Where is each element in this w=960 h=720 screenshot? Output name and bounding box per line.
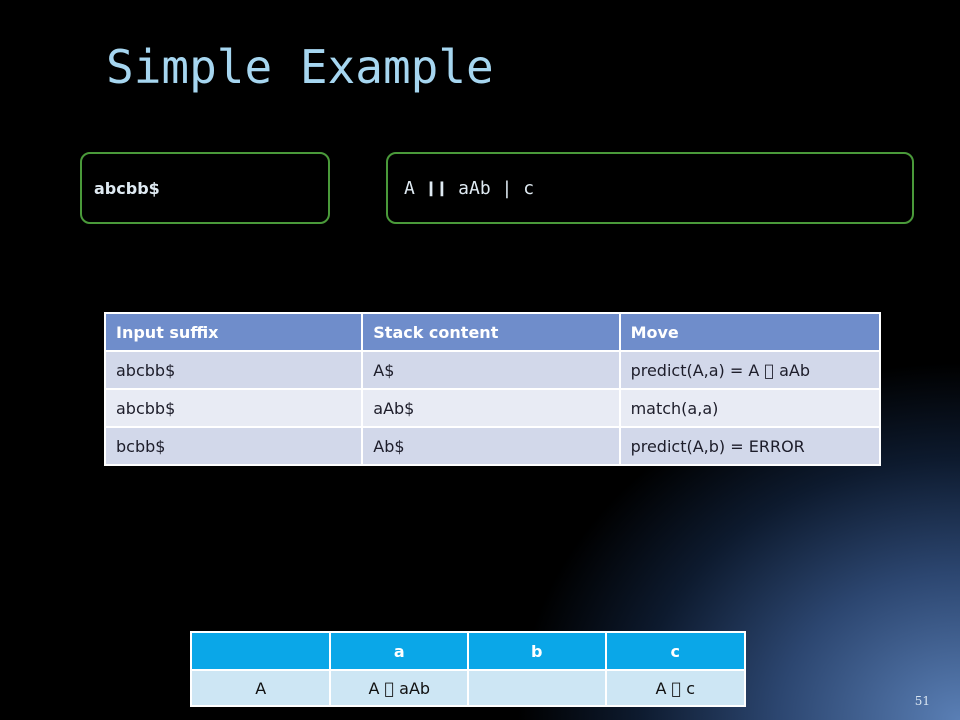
trace-cell-move: match(a,a) bbox=[618, 388, 882, 428]
parse-header-b: b bbox=[467, 631, 607, 671]
trace-cell-move: predict(A,b) = ERROR bbox=[618, 426, 882, 466]
trace-header-stack-content: Stack content bbox=[361, 312, 621, 352]
trace-cell-input: bcbb$ bbox=[103, 426, 364, 466]
parse-header-a: a bbox=[329, 631, 470, 671]
table-row: abcbb$ A$ predict(A,a) = A  aAb bbox=[103, 350, 882, 390]
parse-cell-b bbox=[467, 669, 607, 707]
parse-trace-table: Input suffix Stack content Move abcbb$ A… bbox=[103, 312, 882, 466]
grammar-rule-text: A ❙❙ aAb | c bbox=[404, 177, 535, 199]
trace-cell-move: predict(A,a) = A  aAb bbox=[618, 350, 882, 390]
trace-cell-input: abcbb$ bbox=[103, 350, 364, 390]
input-string-box: abcbb$ bbox=[80, 152, 330, 224]
trace-cell-stack: Ab$ bbox=[361, 426, 621, 466]
parse-header-corner bbox=[189, 631, 332, 671]
parse-row-nonterminal: A bbox=[189, 669, 332, 707]
input-string-text: abcbb$ bbox=[94, 178, 160, 198]
parse-cell-a: A  aAb bbox=[329, 669, 470, 707]
trace-header-move: Move bbox=[618, 312, 882, 352]
parse-cell-c: A  c bbox=[604, 669, 747, 707]
trace-header-row: Input suffix Stack content Move bbox=[103, 312, 882, 352]
table-row: abcbb$ aAb$ match(a,a) bbox=[103, 388, 882, 428]
trace-cell-stack: A$ bbox=[361, 350, 621, 390]
slide-title: Simple Example bbox=[106, 40, 494, 94]
page-number: 51 bbox=[914, 694, 930, 708]
parse-header-c: c bbox=[604, 631, 747, 671]
trace-header-input-suffix: Input suffix bbox=[103, 312, 364, 352]
trace-cell-input: abcbb$ bbox=[103, 388, 364, 428]
ll1-parse-table: a b c A A  aAb A  c bbox=[189, 631, 747, 707]
grammar-rule-box: A ❙❙ aAb | c bbox=[386, 152, 914, 224]
table-row: bcbb$ Ab$ predict(A,b) = ERROR bbox=[103, 426, 882, 466]
table-row: A A  aAb A  c bbox=[189, 669, 747, 707]
parse-header-row: a b c bbox=[189, 631, 747, 671]
trace-cell-stack: aAb$ bbox=[361, 388, 621, 428]
